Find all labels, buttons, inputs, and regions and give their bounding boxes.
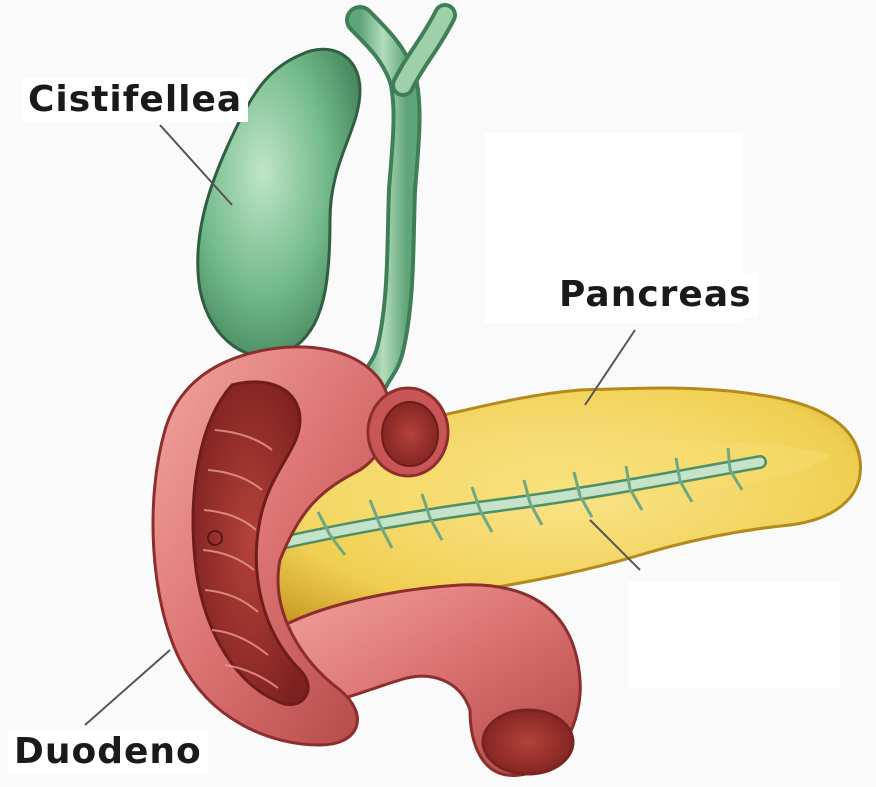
pancreas-label: Pancreas bbox=[553, 273, 758, 317]
duodenum-opening-lower bbox=[483, 710, 573, 774]
duodenum-leader-line bbox=[85, 650, 170, 725]
duodenum-label: Duodeno bbox=[8, 730, 208, 774]
gallbladder-label: Cistifellea bbox=[22, 78, 248, 122]
